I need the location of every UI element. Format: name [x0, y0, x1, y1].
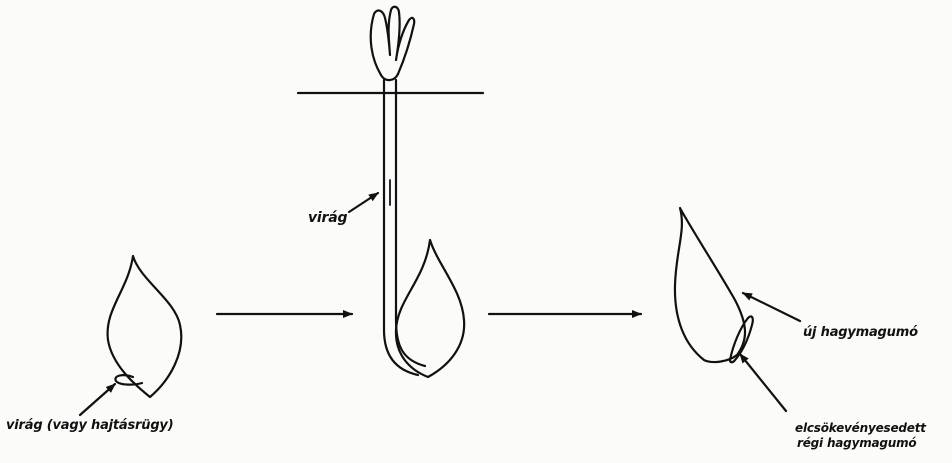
label-old-bulb-line-1: elcsökevényesedett	[795, 421, 926, 435]
label-old-bulb-line-2: régi hagymagumó	[797, 436, 916, 450]
label-flower: virág	[308, 211, 347, 225]
label-flower-bud: virág (vagy hajtásrügy)	[6, 419, 173, 433]
arrow-bud-label	[80, 384, 115, 415]
flower-stem	[384, 80, 425, 375]
stage-3-bulbs	[675, 208, 753, 362]
new-bulb-outline	[675, 208, 745, 362]
flower-petals	[371, 7, 414, 75]
label-new-bulb: új hagymagumó	[803, 326, 918, 340]
arrow-flower-label	[349, 193, 378, 212]
stage-2-flowering	[298, 7, 483, 377]
stage-1-bulb	[108, 256, 182, 397]
bud-shape	[115, 375, 142, 384]
arrow-old-bulb-label	[740, 354, 786, 411]
